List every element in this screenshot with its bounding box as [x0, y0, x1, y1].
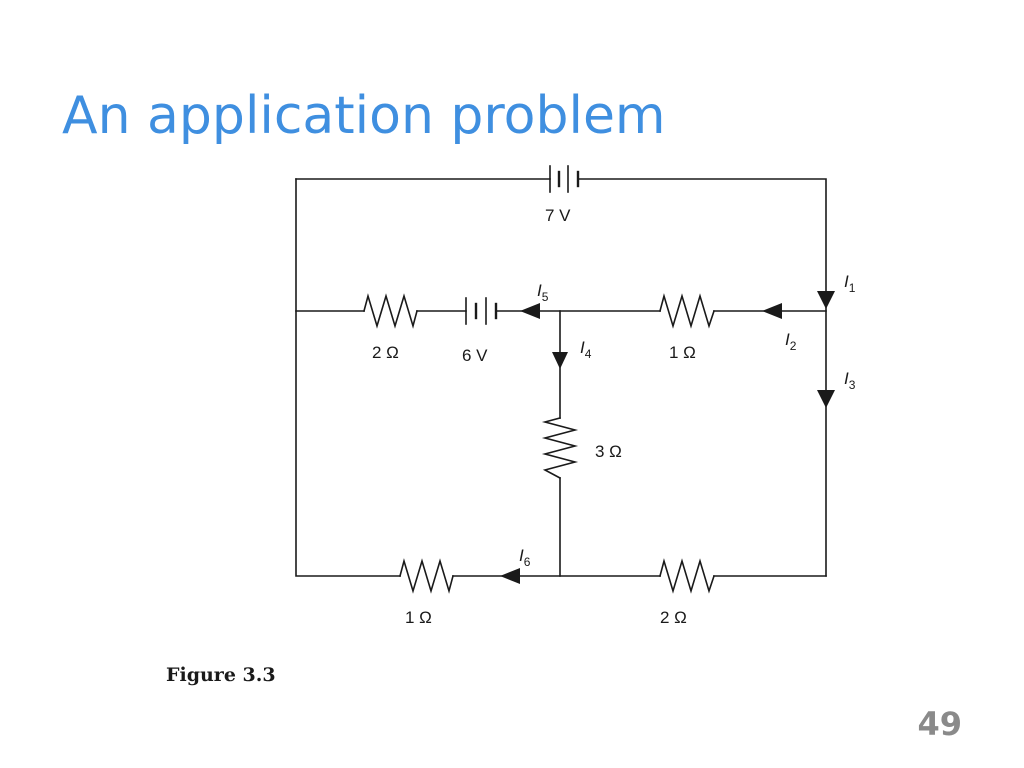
source-6v-label: 6 V	[462, 346, 488, 365]
resistor-3ohm-label: 3 Ω	[595, 442, 622, 461]
resistor-1ohm-bottom-label: 1 Ω	[405, 608, 432, 627]
current-i4-label: I4	[580, 338, 592, 361]
resistor-2ohm-bottom-symbol	[659, 558, 716, 594]
current-i6-label: I6	[519, 546, 531, 569]
current-i2-label: I2	[785, 330, 797, 353]
resistor-2ohm-middle-label: 2 Ω	[372, 343, 399, 362]
resistor-3ohm-symbol	[541, 417, 579, 480]
arrow-i4-icon	[552, 352, 568, 369]
source-7v-label: 7 V	[545, 206, 571, 225]
resistor-1ohm-bottom-symbol	[399, 558, 454, 594]
wire-top-right	[577, 178, 827, 577]
resistor-2ohm-middle-symbol	[363, 293, 418, 329]
resistor-1ohm-middle-symbol	[659, 293, 716, 329]
arrow-i1-icon	[817, 291, 835, 309]
battery-6v-symbol	[465, 297, 498, 325]
wire-left	[295, 178, 401, 577]
battery-7v-symbol	[549, 165, 580, 193]
current-i3-label: I3	[844, 369, 856, 392]
current-i5-label: I5	[537, 281, 549, 304]
resistor-2ohm-bottom-label: 2 Ω	[660, 608, 687, 627]
arrow-i3-icon	[817, 390, 835, 408]
slide-title: An application problem	[62, 86, 666, 146]
arrow-i2-icon	[762, 303, 782, 319]
figure-caption: Figure 3.3	[166, 664, 276, 686]
resistor-1ohm-middle-label: 1 Ω	[669, 343, 696, 362]
current-arrows	[500, 291, 835, 584]
page-number: 49	[917, 705, 962, 743]
arrow-i5-icon	[520, 303, 540, 319]
circuit-wires	[295, 165, 827, 594]
current-i1-label: I1	[844, 272, 856, 295]
arrow-i6-icon	[500, 568, 520, 584]
